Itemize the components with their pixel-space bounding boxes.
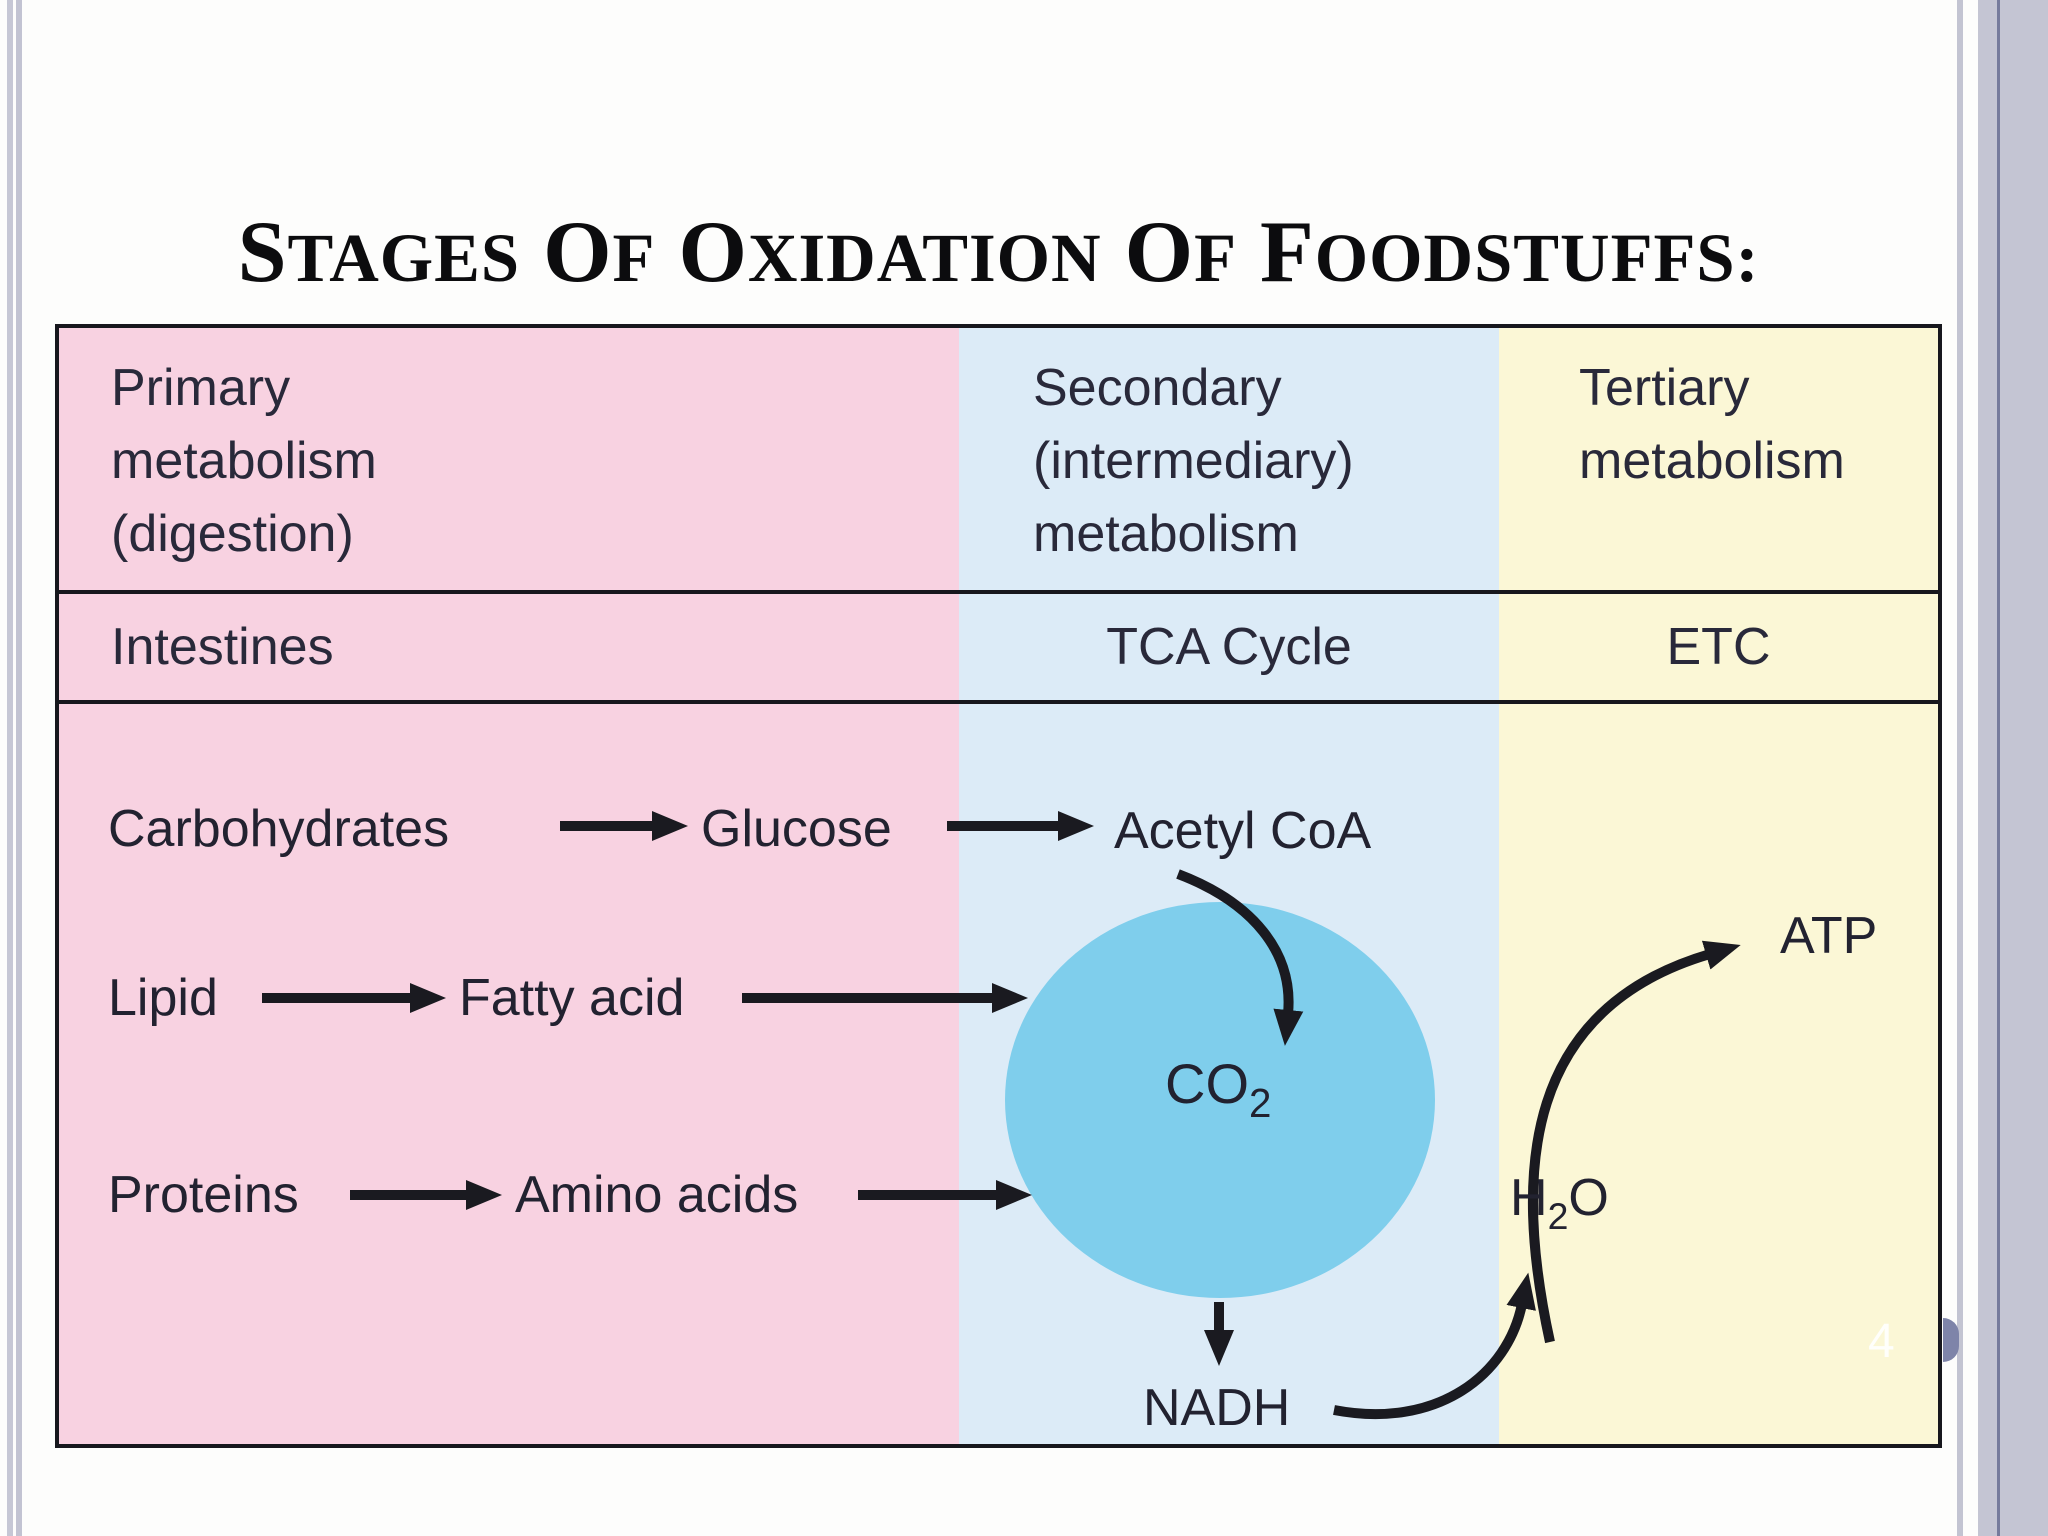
metabolism-table: Primary metabolism (digestion) Secondary… [55, 324, 1942, 1448]
h2o-o: O [1568, 1169, 1609, 1227]
label-acetyl-coa: Acetyl CoA [1114, 802, 1372, 860]
left-border-strip-outer [7, 0, 13, 1536]
cell-tca-cycle: TCA Cycle [959, 594, 1499, 700]
label-lipid: Lipid [108, 969, 218, 1027]
arrow-acetylcoa-co2 [1176, 869, 1304, 1046]
table-divider-1 [59, 590, 1938, 594]
table-header-row: Primary metabolism (digestion) Secondary… [59, 328, 1938, 590]
label-h2o: H2O [1510, 1168, 1609, 1235]
cell-etc: ETC [1499, 594, 1938, 700]
header-tertiary-metabolism: Tertiary metabolism [1499, 328, 1938, 590]
label-amino-acids: Amino acids [515, 1166, 799, 1224]
cell-intestines: Intestines [59, 594, 959, 700]
label-proteins: Proteins [108, 1166, 299, 1224]
header-primary-metabolism: Primary metabolism (digestion) [59, 328, 959, 590]
label-carbohydrates: Carbohydrates [108, 800, 450, 858]
h2o-h: H [1510, 1169, 1548, 1227]
h2o-subscript: 2 [1547, 1195, 1569, 1237]
slide-number-bump [1943, 1318, 1959, 1362]
tca-cycle-ellipse [1005, 902, 1435, 1298]
right-border-strip-inner [1957, 0, 1963, 1536]
label-fatty-acid: Fatty acid [459, 969, 685, 1027]
right-border-band [1978, 0, 2048, 1536]
right-border-accent-line [1997, 0, 2000, 1536]
label-glucose: Glucose [701, 800, 892, 858]
table-location-row: Intestines TCA Cycle ETC [59, 594, 1938, 700]
arrow-nadh-h2o [1333, 1272, 1536, 1420]
label-co2: CO2 [1165, 1052, 1271, 1124]
header-secondary-metabolism: Secondary (intermediary) metabolism [959, 328, 1499, 590]
label-atp: ATP [1780, 907, 1878, 965]
left-border-strip-inner [16, 0, 22, 1536]
co2-subscript: 2 [1249, 1080, 1272, 1126]
body-primary-area [59, 704, 959, 1444]
arrow-etc-atp [1527, 940, 1741, 1344]
label-nadh: NADH [1143, 1379, 1291, 1437]
page-title: STAGES OF OXIDATION OF FOODSTUFFS: [237, 203, 1760, 301]
table-divider-2 [59, 700, 1938, 704]
body-tertiary-area [1499, 704, 1938, 1444]
slide-page-number: 4 [1868, 1315, 1895, 1368]
co2-base: CO [1165, 1052, 1249, 1115]
